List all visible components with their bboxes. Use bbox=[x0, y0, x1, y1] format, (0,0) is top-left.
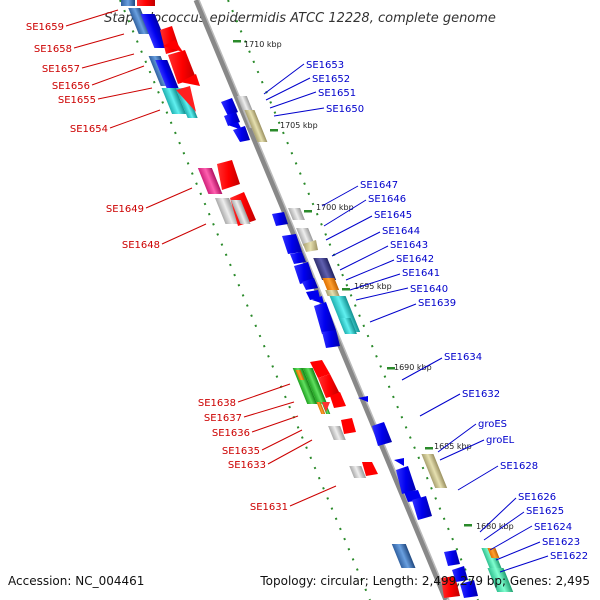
gene-label[interactable]: SE1655 bbox=[58, 95, 96, 106]
accession-text: Accession: NC_004461 bbox=[8, 574, 145, 588]
gene-label[interactable]: SE1625 bbox=[526, 506, 564, 517]
gene-label[interactable]: SE1659 bbox=[26, 22, 64, 33]
tick-label: 1680 kbp bbox=[476, 522, 514, 531]
gene-features-right bbox=[221, 96, 514, 598]
gene-label[interactable]: SE1639 bbox=[418, 298, 456, 309]
gene-features-left bbox=[121, 0, 460, 598]
gene-label[interactable]: SE1653 bbox=[306, 60, 344, 71]
tick-label: 1700 kbp bbox=[316, 203, 354, 212]
gene-label[interactable]: SE1658 bbox=[34, 44, 72, 55]
gene-label[interactable]: SE1637 bbox=[204, 413, 242, 424]
gene-label[interactable]: SE1628 bbox=[500, 461, 538, 472]
gene-label[interactable]: SE1631 bbox=[250, 502, 288, 513]
gene-label[interactable]: SE1642 bbox=[396, 254, 434, 265]
gene-label[interactable]: SE1623 bbox=[542, 537, 580, 548]
gene-label[interactable]: SE1651 bbox=[318, 88, 356, 99]
gene-label[interactable]: SE1636 bbox=[212, 428, 250, 439]
gene-label[interactable]: SE1641 bbox=[402, 268, 440, 279]
gene-label[interactable]: SE1624 bbox=[534, 522, 572, 533]
map-title: Staphylococcus epidermidis ATCC 12228, c… bbox=[104, 11, 496, 26]
gene-labels-right bbox=[263, 63, 549, 573]
gene-label[interactable]: SE1648 bbox=[122, 240, 160, 251]
kbp-ticks bbox=[233, 40, 472, 527]
gene-label[interactable]: SE1654 bbox=[70, 124, 108, 135]
tick-label: 1695 kbp bbox=[354, 282, 392, 291]
gene-label[interactable]: SE1646 bbox=[368, 194, 406, 205]
gene-label[interactable]: SE1656 bbox=[52, 81, 90, 92]
gene-label[interactable]: SE1644 bbox=[382, 226, 420, 237]
gene-label[interactable]: SE1657 bbox=[42, 64, 80, 75]
gene-label[interactable]: SE1649 bbox=[106, 204, 144, 215]
gene-label[interactable]: groEL bbox=[486, 435, 515, 446]
gene-label[interactable]: SE1632 bbox=[462, 389, 500, 400]
gene-label[interactable]: SE1650 bbox=[326, 104, 364, 115]
tick-label: 1710 kbp bbox=[244, 40, 282, 49]
gene-label[interactable]: SE1640 bbox=[410, 284, 448, 295]
gene-labels-left bbox=[65, 9, 337, 507]
gene-label[interactable]: groES bbox=[478, 419, 507, 430]
gene-label[interactable]: SE1622 bbox=[550, 551, 588, 562]
gene-label[interactable]: SE1652 bbox=[312, 74, 350, 85]
gene-label[interactable]: SE1643 bbox=[390, 240, 428, 251]
topology-text: Topology: circular; Length: 2,499,279 bp… bbox=[260, 574, 590, 588]
gene-label[interactable]: SE1635 bbox=[222, 446, 260, 457]
tick-label: 1685 kbp bbox=[434, 442, 472, 451]
gene-label[interactable]: SE1647 bbox=[360, 180, 398, 191]
gene-label[interactable]: SE1634 bbox=[444, 352, 482, 363]
gene-label[interactable]: SE1633 bbox=[228, 460, 266, 471]
tick-label: 1705 kbp bbox=[280, 121, 318, 130]
gene-label[interactable]: SE1638 bbox=[198, 398, 236, 409]
gene-label[interactable]: SE1645 bbox=[374, 210, 412, 221]
tick-label: 1690 kbp bbox=[394, 363, 432, 372]
gene-label[interactable]: SE1626 bbox=[518, 492, 556, 503]
